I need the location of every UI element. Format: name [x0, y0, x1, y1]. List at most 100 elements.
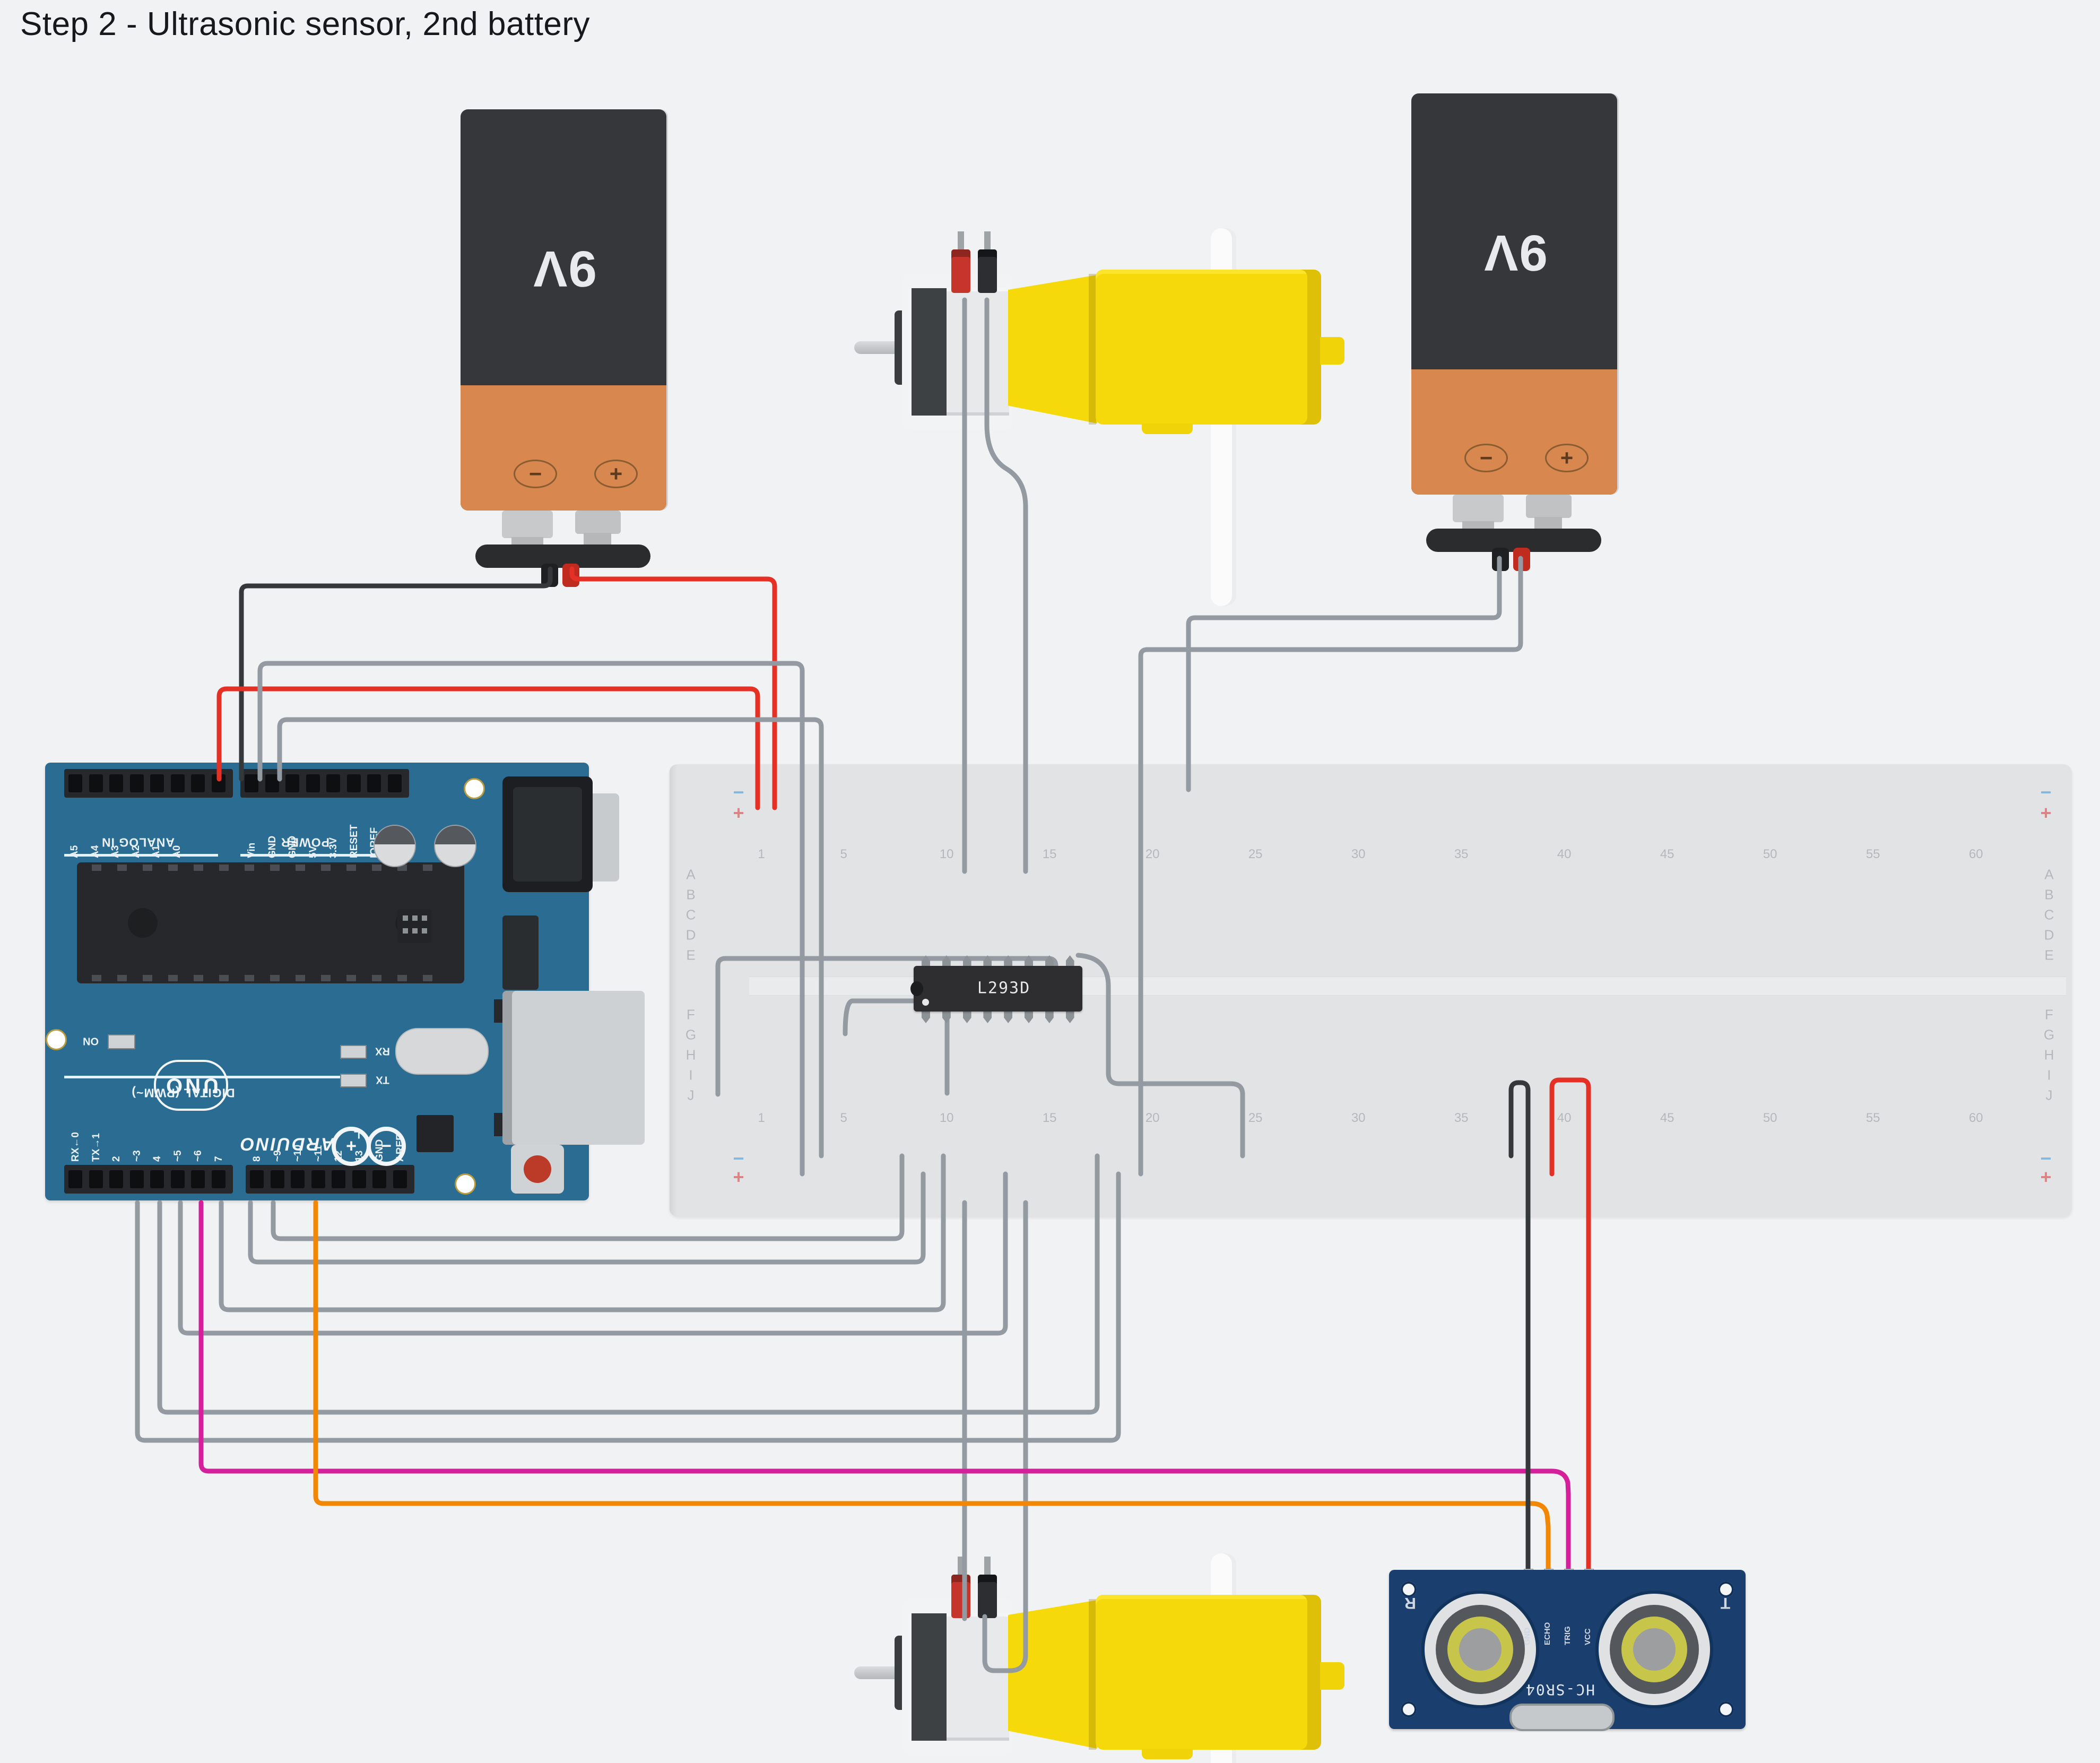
motor-terminal-negative[interactable] [978, 249, 997, 293]
arduino-pin-socket-power-0[interactable] [245, 774, 258, 792]
sensor-oscillator [1509, 1704, 1615, 1731]
arduino-pin-label: ~5 [172, 1150, 184, 1162]
motor-terminal-positive[interactable] [951, 1575, 970, 1618]
arduino-pin-socket-power-2[interactable] [285, 774, 299, 792]
wire-jumper-chip-en[interactable] [1075, 953, 1245, 1159]
arduino-icsp-header[interactable] [397, 909, 431, 943]
breadboard-row-letter: B [2044, 886, 2054, 903]
breadboard-rail-symbol: + [733, 1166, 744, 1188]
wire-sensor-vcc-red[interactable] [1549, 1077, 1591, 1572]
arduino-pin-socket-power-5[interactable] [346, 774, 361, 792]
l293d-pin-bottom-6 [1045, 1009, 1054, 1023]
arduino-pin-socket-digital-high-4[interactable] [332, 1170, 345, 1188]
arduino-pin-socket-digital-high-2[interactable] [291, 1170, 305, 1188]
wire-echo-orange[interactable] [313, 1200, 1551, 1572]
wire-motor2-terminal-b[interactable] [982, 1200, 1028, 1673]
wire-battery1-plus-to-rail-plus[interactable] [569, 566, 777, 810]
battery-post-neg [502, 511, 553, 538]
arduino-pin-socket-analog-3[interactable] [129, 774, 144, 792]
l293d-pin-bottom-7 [1065, 1009, 1074, 1023]
arduino-pin-socket-analog-5[interactable] [170, 774, 185, 792]
breadboard-rail-top-minus-holes[interactable] [748, 783, 2043, 801]
breadboard-col-number: 1 [758, 847, 765, 861]
arduino-pin-socket-digital-low-5[interactable] [170, 1170, 185, 1188]
arduino-pin-socket-analog-0[interactable] [68, 774, 82, 792]
arduino-pin-socket-digital-low-4[interactable] [150, 1170, 164, 1188]
arduino-pin-socket-power-1[interactable] [265, 774, 279, 792]
wire-jumper-row-b[interactable] [715, 956, 1058, 1097]
arduino-pin-socket-digital-high-0[interactable] [250, 1170, 264, 1188]
wire-arduino-d9-loop[interactable] [271, 1153, 905, 1241]
breadboard-row-letter: H [2044, 1047, 2054, 1063]
arduino-pin-socket-analog-4[interactable] [150, 774, 164, 792]
wire-battery2-plus-to-bottom-rail[interactable] [1138, 556, 1523, 1177]
mcu-pin [397, 975, 407, 981]
wire-arduino-d4-loop[interactable] [157, 1153, 1100, 1415]
breadboard-row-letter: C [685, 906, 696, 923]
mcu-pin [423, 975, 432, 981]
wire-arduino-d3-loop[interactable] [135, 1171, 1121, 1443]
wire-battery1-minus-to-arduino-gnd[interactable] [239, 566, 553, 782]
l293d-pin-bottom-4 [1004, 1009, 1013, 1023]
battery-clip-bar[interactable] [1426, 529, 1601, 552]
arduino-pin-socket-analog-2[interactable] [109, 774, 123, 792]
wire-trig-magenta[interactable] [198, 1200, 1571, 1572]
wire-battery2-minus-to-top-rail[interactable] [1186, 556, 1502, 792]
motor-body-silver [947, 288, 1009, 416]
arduino-pin-socket-digital-low-1[interactable] [89, 1170, 103, 1188]
wire-arduino-5v-to-bottom-rail[interactable] [277, 717, 824, 1159]
arduino-on-led [108, 1034, 135, 1049]
breadboard-rail-symbol: − [733, 1147, 744, 1169]
motor-gearbox-body[interactable] [1096, 270, 1321, 425]
motor-gearbox-body[interactable] [1096, 1595, 1321, 1750]
arduino-pin-socket-digital-low-6[interactable] [191, 1170, 205, 1188]
arduino-pin-socket-digital-high-3[interactable] [311, 1170, 325, 1188]
breadboard-rail-symbol: − [2040, 781, 2052, 803]
arduino-pin-socket-power-3[interactable] [306, 774, 320, 792]
battery-plus-symbol: + [1560, 445, 1574, 470]
arduino-logo-sign: + [346, 1136, 357, 1156]
wire-arduino-d5-loop[interactable] [178, 1171, 1008, 1336]
battery-clip-bar[interactable] [475, 545, 650, 568]
l293d-pin-top-7 [1065, 955, 1074, 969]
arduino-pin-socket-digital-low-7[interactable] [211, 1170, 225, 1188]
arduino-pin-socket-digital-low-0[interactable] [68, 1170, 82, 1188]
l293d-pin-bottom-2 [962, 1009, 971, 1023]
arduino-pin-socket-power-7[interactable] [387, 774, 402, 792]
wire-arduino-vin-to-rail-plus[interactable] [216, 686, 760, 810]
motor-terminal-positive[interactable] [951, 249, 970, 293]
arduino-pin-socket-analog-6[interactable] [191, 774, 205, 792]
arduino-pin-socket-digital-low-3[interactable] [129, 1170, 144, 1188]
arduino-pin-socket-digital-low-2[interactable] [109, 1170, 123, 1188]
wire-arduino-d8-loop[interactable] [248, 1171, 926, 1265]
arduino-pin-socket-digital-high-1[interactable] [270, 1170, 284, 1188]
breadboard-grid-bottom-holes[interactable] [751, 1005, 1988, 1105]
wire-arduino-gnd-to-bottom-rail[interactable] [257, 661, 805, 1177]
wire-arduino-d7-loop[interactable] [219, 1153, 946, 1312]
breadboard-col-number: 45 [1660, 1111, 1674, 1125]
arduino-pin-socket-power-4[interactable] [326, 774, 340, 792]
breadboard-rail-top-plus-holes[interactable] [748, 804, 2043, 822]
wire-motor1-terminal-b[interactable] [984, 297, 1028, 874]
arduino-pin-socket-analog-1[interactable] [89, 774, 103, 792]
breadboard-grid-top-holes[interactable] [751, 865, 1988, 965]
arduino-pin-socket-digital-high-6[interactable] [372, 1170, 386, 1188]
mcu-pin [219, 975, 229, 981]
arduino-pin-socket-digital-high-7[interactable] [393, 1170, 407, 1188]
arduino-pin-socket-power-6[interactable] [367, 774, 381, 792]
arduino-uno-board[interactable]: A5A4A3A2A1A0VinGNDGND5V3.3VRESETIOREFRX←… [45, 763, 645, 1200]
arduino-pin-label: 4 [152, 1156, 163, 1162]
arduino-pin-label: A5 [69, 845, 80, 858]
reset-button-cap[interactable] [524, 1155, 551, 1183]
arduino-pin-socket-digital-high-5[interactable] [352, 1170, 366, 1188]
arduino-capacitor-1 [434, 825, 476, 867]
motor-terminal-negative[interactable] [978, 1575, 997, 1618]
battery-orange-band [1411, 369, 1617, 495]
l293d-body[interactable]: L293D [910, 966, 1082, 1012]
arduino-reset-button[interactable] [511, 1145, 564, 1194]
wire-sensor-gnd-black[interactable] [1508, 1080, 1531, 1572]
breadboard-col-number: 50 [1763, 1111, 1777, 1125]
